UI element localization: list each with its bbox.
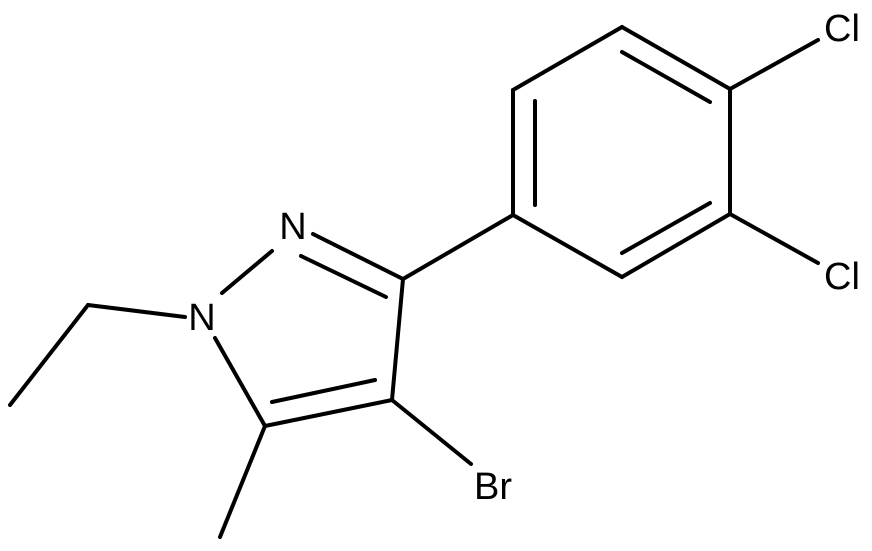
bond-n2-c3: [311, 232, 405, 281]
atom-label-n1: N: [188, 297, 215, 339]
bond-ar2-ar3: [511, 25, 624, 92]
atom-label-br: Br: [474, 466, 512, 508]
bond-c3-phenyl: [401, 213, 515, 281]
bond-c4-br: [390, 398, 473, 466]
bond-ar5-ar6: [620, 212, 732, 279]
bond-ar6-ar1: [511, 213, 624, 279]
bond-ch2-ch3: [8, 303, 90, 407]
bond-c5-methyl: [218, 424, 267, 539]
bond-n2-c3-inner: [299, 254, 388, 299]
bond-n1-ch2: [86, 303, 187, 319]
bond-ar4-cl-top: [728, 38, 820, 91]
bond-c5-n1: [213, 336, 267, 428]
bond-ar3-ar4-inner: [620, 50, 712, 104]
atom-label-cl-right: Cl: [824, 256, 860, 298]
atom-label-cl-top: Cl: [824, 8, 860, 50]
bond-ar3-ar4: [620, 25, 732, 91]
bond-ar5-cl-right: [728, 212, 820, 265]
bond-n1-n2: [220, 249, 274, 295]
bond-c4-c5-inner: [270, 378, 377, 404]
bond-c3-c4: [390, 277, 405, 402]
atom-label-n2: N: [279, 206, 306, 248]
bond-c4-c5: [263, 398, 394, 428]
bond-ar5-ar6-inner: [620, 201, 712, 255]
